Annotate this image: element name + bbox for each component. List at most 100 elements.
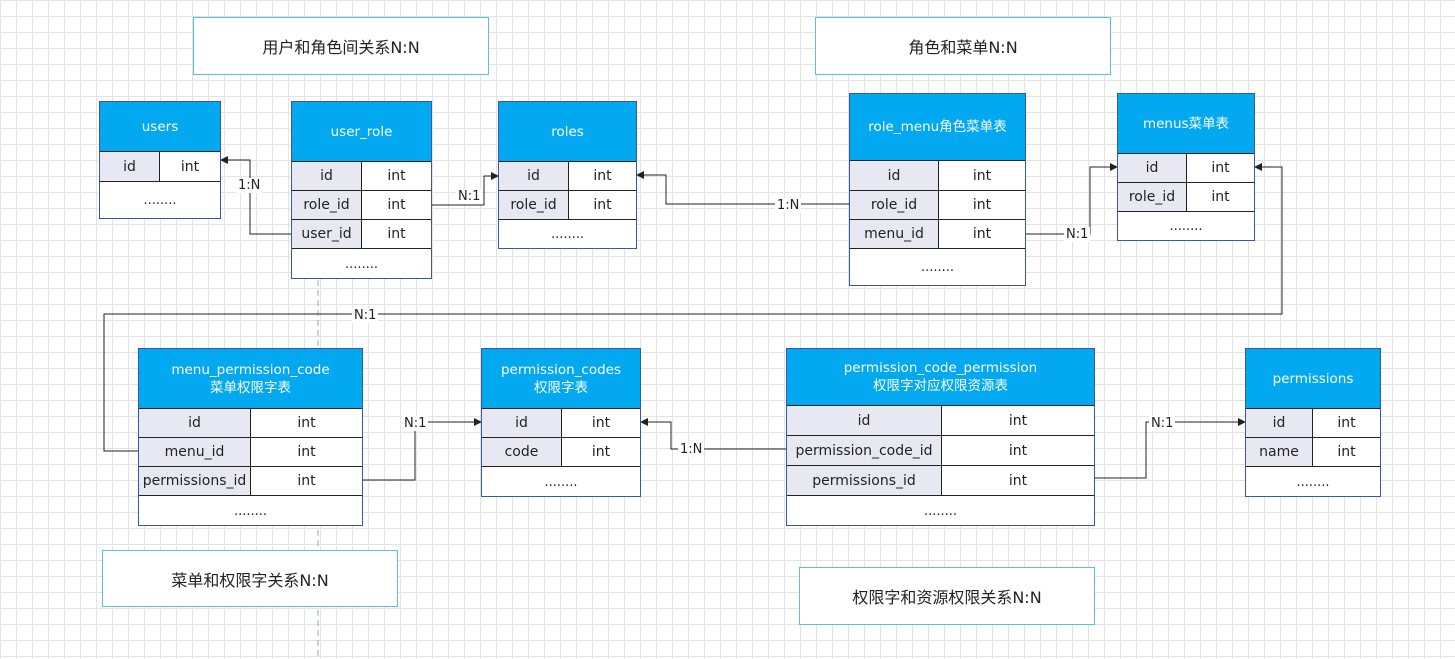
wire-menu-permission-menus <box>103 163 1283 452</box>
wire-code-permission-permissions <box>1094 418 1246 479</box>
table-title: menu_permission_code <box>171 361 330 378</box>
more-fields: ........ <box>1118 211 1254 241</box>
field-type: int <box>1313 408 1380 437</box>
table-menu-permission-code[interactable]: menu_permission_code 菜单权限字表 id int menu_… <box>138 348 363 526</box>
table-row: id int <box>100 151 220 181</box>
table-title: user_role <box>330 123 393 140</box>
table-permission-code-permission[interactable]: permission_code_permission 权限字对应权限资源表 id… <box>786 348 1095 526</box>
field-name: id <box>100 151 160 181</box>
table-header: permission_code_permission 权限字对应权限资源表 <box>787 349 1094 405</box>
wire-role-menu-menus <box>1025 163 1118 235</box>
field-type: int <box>942 405 1094 435</box>
field-type: int <box>1187 182 1254 211</box>
field-type: int <box>251 408 362 437</box>
relation-label: N:1 <box>402 416 429 431</box>
table-title: menus菜单表 <box>1142 115 1230 132</box>
relation-label: 1:N <box>775 198 802 213</box>
table-users[interactable]: users id int ........ <box>99 101 221 219</box>
field-name: menu_id <box>850 219 939 248</box>
more-fields: ........ <box>292 248 431 279</box>
table-subtitle: 权限字表 <box>534 379 588 396</box>
table-row: id int <box>1246 408 1380 437</box>
table-row: menu_id int <box>139 437 362 466</box>
field-name: id <box>482 408 562 437</box>
field-type: int <box>362 161 431 190</box>
field-type: int <box>939 219 1025 248</box>
field-name: permissions_id <box>139 466 251 495</box>
table-row: id int <box>139 408 362 437</box>
table-row: id int <box>482 408 640 437</box>
table-title: permission_codes <box>500 361 622 378</box>
wire-menu-permission-codes <box>362 418 482 481</box>
field-name: id <box>1118 153 1187 182</box>
more-fields: ........ <box>482 466 640 497</box>
more-fields: ........ <box>499 219 636 249</box>
field-type: int <box>160 151 220 181</box>
field-type: int <box>939 190 1025 219</box>
field-type: int <box>562 437 640 466</box>
field-type: int <box>569 190 636 219</box>
field-name: permissions_id <box>787 465 942 495</box>
table-row: id int <box>1118 153 1254 182</box>
note-role-menu-relation: 角色和菜单N:N <box>815 17 1111 75</box>
field-type: int <box>569 161 636 190</box>
table-menus[interactable]: menus菜单表 id int role_id int ........ <box>1117 93 1255 241</box>
table-row: id int <box>850 160 1025 190</box>
table-title: users <box>141 118 179 135</box>
field-name: id <box>850 160 939 190</box>
more-fields: ........ <box>1246 466 1380 497</box>
field-type: int <box>362 190 431 219</box>
more-fields: ........ <box>787 495 1094 526</box>
field-name: role_id <box>1118 182 1187 211</box>
field-name: id <box>292 161 362 190</box>
note-user-role-relation: 用户和角色间关系N:N <box>193 17 489 75</box>
table-role-menu[interactable]: role_menu角色菜单表 id int role_id int menu_i… <box>849 93 1026 286</box>
table-title: permission_code_permission <box>843 360 1038 376</box>
table-header: roles <box>499 102 636 161</box>
relation-label: 1:N <box>236 178 263 193</box>
field-name: role_id <box>850 190 939 219</box>
table-header: users <box>100 102 220 151</box>
table-row: user_id int <box>292 219 431 248</box>
table-title: permissions <box>1272 370 1354 387</box>
field-type: int <box>251 466 362 495</box>
field-name: permission_code_id <box>787 435 942 465</box>
table-row: role_id int <box>499 190 636 219</box>
field-name: id <box>1246 408 1313 437</box>
relation-label: N:1 <box>1149 416 1176 431</box>
wire-role-menu-roles <box>636 171 849 205</box>
table-title: role_menu角色菜单表 <box>868 119 1007 135</box>
table-row: name int <box>1246 437 1380 466</box>
table-header: permissions <box>1246 349 1380 408</box>
table-row: role_id int <box>292 190 431 219</box>
table-roles[interactable]: roles id int role_id int ........ <box>498 101 637 249</box>
note-permission-resource-relation: 权限字和资源权限关系N:N <box>799 567 1095 625</box>
table-row: role_id int <box>1118 182 1254 211</box>
relation-label: 1:N <box>678 442 705 457</box>
table-row: permission_code_id int <box>787 435 1094 465</box>
note-text: 权限字和资源权限关系N:N <box>852 588 1042 607</box>
note-text: 角色和菜单N:N <box>908 38 1018 57</box>
more-fields: ........ <box>850 248 1025 286</box>
table-user-role[interactable]: user_role id int role_id int user_id int… <box>291 101 432 279</box>
field-name: user_id <box>292 219 362 248</box>
table-subtitle: 权限字对应权限资源表 <box>873 378 1008 394</box>
wire-user-role-users <box>220 156 291 235</box>
table-row: permissions_id int <box>787 465 1094 495</box>
wire-user-role-roles <box>431 172 499 206</box>
field-name: role_id <box>499 190 569 219</box>
relation-label: N:1 <box>1064 227 1091 242</box>
field-name: id <box>787 405 942 435</box>
note-menu-permission-relation: 菜单和权限字关系N:N <box>102 550 398 607</box>
relation-label: N:1 <box>456 189 483 204</box>
field-type: int <box>1187 153 1254 182</box>
wire-code-permission-codes <box>640 418 786 450</box>
table-header: menu_permission_code 菜单权限字表 <box>139 349 362 408</box>
field-type: int <box>362 219 431 248</box>
table-permissions[interactable]: permissions id int name int ........ <box>1245 348 1381 497</box>
table-row: id int <box>787 405 1094 435</box>
table-permission-codes[interactable]: permission_codes 权限字表 id int code int ..… <box>481 348 641 497</box>
table-header: menus菜单表 <box>1118 94 1254 153</box>
field-type: int <box>1313 437 1380 466</box>
field-name: id <box>499 161 569 190</box>
